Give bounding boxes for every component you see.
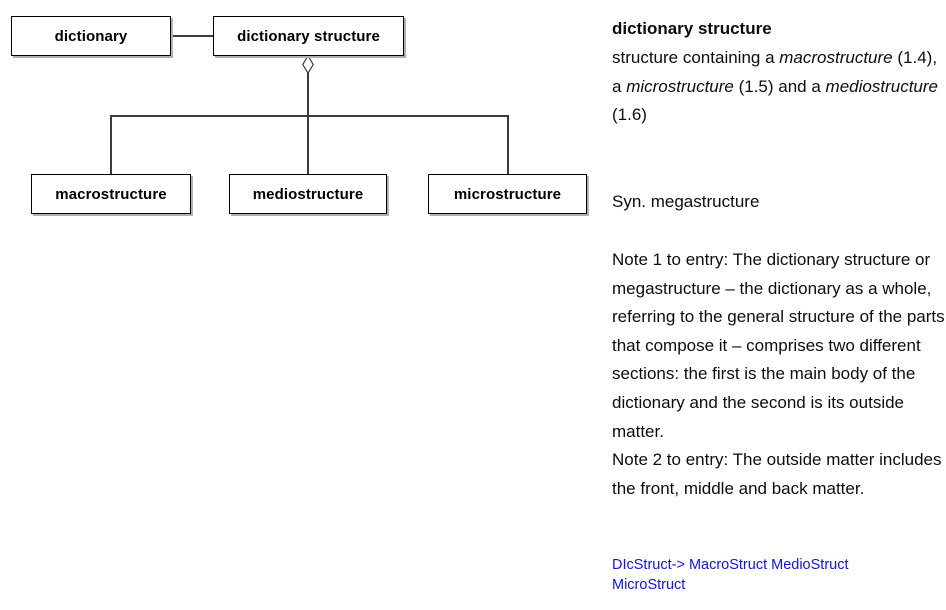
uml-class-label: mediostructure — [252, 185, 364, 203]
connector-dictionary-to-dictionary-structure — [171, 35, 214, 37]
uml-class-label: dictionary — [54, 27, 128, 45]
aggregation-diamond-icon — [302, 55, 314, 74]
uml-class-box-mediostructure[interactable]: mediostructure — [229, 174, 387, 214]
connector-drop-microstructure — [507, 115, 509, 175]
entry-note-1: Note 1 to entry: The dictionary structur… — [612, 250, 945, 441]
uml-class-label: macrostructure — [55, 185, 167, 203]
definition-lead: structure containing a — [612, 48, 780, 67]
definition-text: (1.4), a — [612, 48, 938, 96]
definition-text: (1.5) and a — [733, 76, 826, 96]
connector-drop-macrostructure — [110, 115, 112, 175]
definition-term-reference: macrostructure — [779, 48, 893, 67]
uml-class-label: dictionary structure — [237, 27, 380, 45]
uml-class-box-microstructure[interactable]: microstructure — [428, 174, 587, 214]
uml-class-box-macrostructure[interactable]: macrostructure — [31, 174, 191, 214]
uml-class-box-dictionary[interactable]: dictionary — [11, 16, 171, 56]
definition-term-reference: microstructure — [626, 76, 734, 96]
uml-class-box-dictionary-structure[interactable]: dictionary structure — [213, 16, 404, 56]
definition-text: (1.6) — [612, 105, 647, 125]
entry-definition: structure containing a macrostructure (1… — [612, 44, 946, 130]
entry-code-reference: DIcStruct-> MacroStruct MedioStruct Micr… — [612, 557, 849, 593]
connector-branch-bar — [110, 115, 509, 117]
definition-term-reference: mediostructure — [825, 76, 938, 96]
uml-diagram: dictionary dictionary structure macrostr… — [11, 16, 587, 214]
entry-synonym: Syn. megastructure — [612, 192, 760, 211]
entry-note-2: Note 2 to entry: The outside matter incl… — [612, 450, 942, 498]
entry-notes: Note 1 to entry: The dictionary structur… — [612, 246, 946, 503]
entry-term-heading: dictionary structure — [612, 19, 772, 38]
terminology-entry-panel: dictionary structure structure containin… — [612, 0, 946, 610]
uml-class-label: microstructure — [453, 185, 562, 203]
definition-parts: macrostructure (1.4), a microstructure (… — [612, 48, 938, 124]
